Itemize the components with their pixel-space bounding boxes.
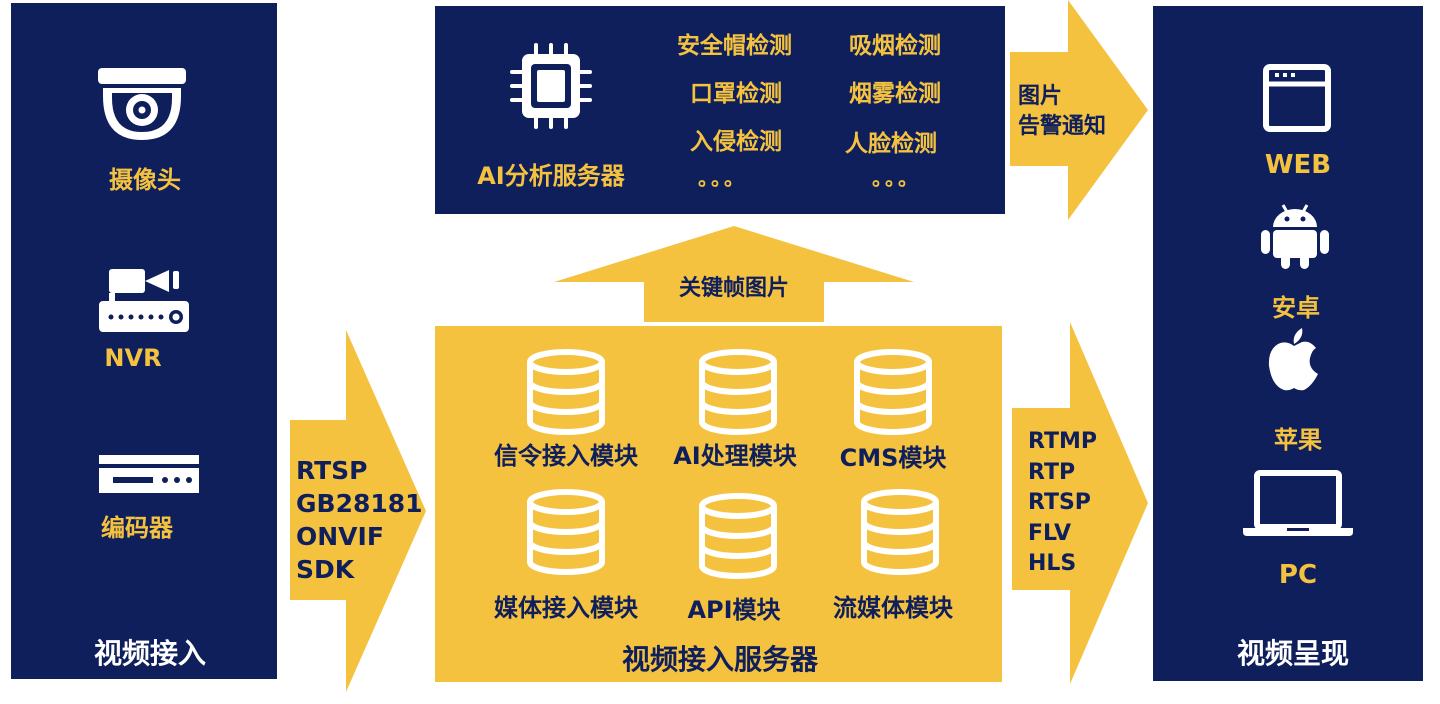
- client-label-web: WEB: [1264, 150, 1332, 180]
- input-protocol-list: RTSP GB28181 ONVIF SDK: [296, 454, 423, 586]
- keyframe-label: 关键帧图片: [678, 276, 789, 301]
- alarm-notify-arrow: [1010, 0, 1148, 220]
- access-server-title: 视频接入服务器: [621, 643, 818, 676]
- right-panel-title: 视频呈现: [1236, 637, 1349, 670]
- detection-smoking: 吸烟检测: [849, 33, 941, 59]
- protocol-gb28181: GB28181: [296, 489, 423, 518]
- module-label-ai-processing: AI处理模块: [673, 442, 797, 470]
- dome-camera-icon: [95, 66, 189, 142]
- client-label-android: 安卓: [1272, 294, 1320, 322]
- protocol-rtsp: RTSP: [296, 456, 368, 485]
- database-icon: [853, 348, 933, 436]
- laptop-icon: [1243, 470, 1353, 538]
- android-icon: [1261, 203, 1329, 269]
- protocol-sdk: SDK: [296, 555, 355, 584]
- output-protocol-arrow: [1012, 322, 1148, 684]
- module-label-streaming: 流媒体模块: [833, 594, 953, 622]
- database-icon: [526, 488, 606, 576]
- detection-mask: 口罩检测: [690, 81, 782, 107]
- database-icon: [698, 492, 778, 580]
- left-panel-title: 视频接入: [93, 637, 206, 670]
- input-protocol-arrow: [290, 330, 426, 692]
- device-label-nvr: NVR: [104, 344, 162, 372]
- client-label-apple: 苹果: [1274, 426, 1322, 454]
- detection-more-2: 。。。: [872, 166, 921, 190]
- module-label-cms: CMS模块: [839, 444, 947, 472]
- detection-more-1: 。。。: [698, 166, 747, 190]
- detection-intrusion: 入侵检测: [690, 129, 782, 155]
- protocol-rtmp: RTMP: [1028, 429, 1097, 454]
- nvr-recorder-icon: [99, 266, 189, 334]
- database-icon: [860, 488, 940, 576]
- device-label-encoder: 编码器: [101, 514, 173, 542]
- alarm-label-image: 图片: [1018, 84, 1063, 109]
- alarm-label-notice: 告警通知: [1018, 114, 1107, 139]
- protocol-rtsp-out: RTSP: [1028, 490, 1091, 515]
- ai-server-label: AI分析服务器: [477, 162, 625, 190]
- apple-icon: [1266, 326, 1322, 392]
- detection-smoke: 烟雾检测: [849, 81, 941, 107]
- cpu-chip-icon: [510, 42, 592, 130]
- database-icon: [698, 348, 778, 436]
- module-label-signaling: 信令接入模块: [494, 442, 638, 470]
- detection-helmet: 安全帽检测: [677, 33, 792, 59]
- database-icon: [526, 348, 606, 436]
- device-label-camera: 摄像头: [109, 166, 181, 194]
- protocol-rtp: RTP: [1028, 459, 1076, 485]
- protocol-onvif: ONVIF: [296, 522, 384, 551]
- keyframe-up-arrow: [554, 226, 914, 322]
- browser-window-icon: [1263, 64, 1331, 132]
- module-label-api: API模块: [687, 596, 781, 624]
- module-label-media-access: 媒体接入模块: [494, 594, 638, 622]
- output-protocol-list: RTMP RTP RTSP FLV HLS: [1028, 427, 1097, 580]
- client-label-pc: PC: [1278, 560, 1318, 590]
- protocol-hls: HLS: [1028, 551, 1077, 576]
- detection-face: 人脸检测: [845, 131, 937, 157]
- encoder-box-icon: [99, 455, 199, 495]
- protocol-flv: FLV: [1028, 520, 1072, 546]
